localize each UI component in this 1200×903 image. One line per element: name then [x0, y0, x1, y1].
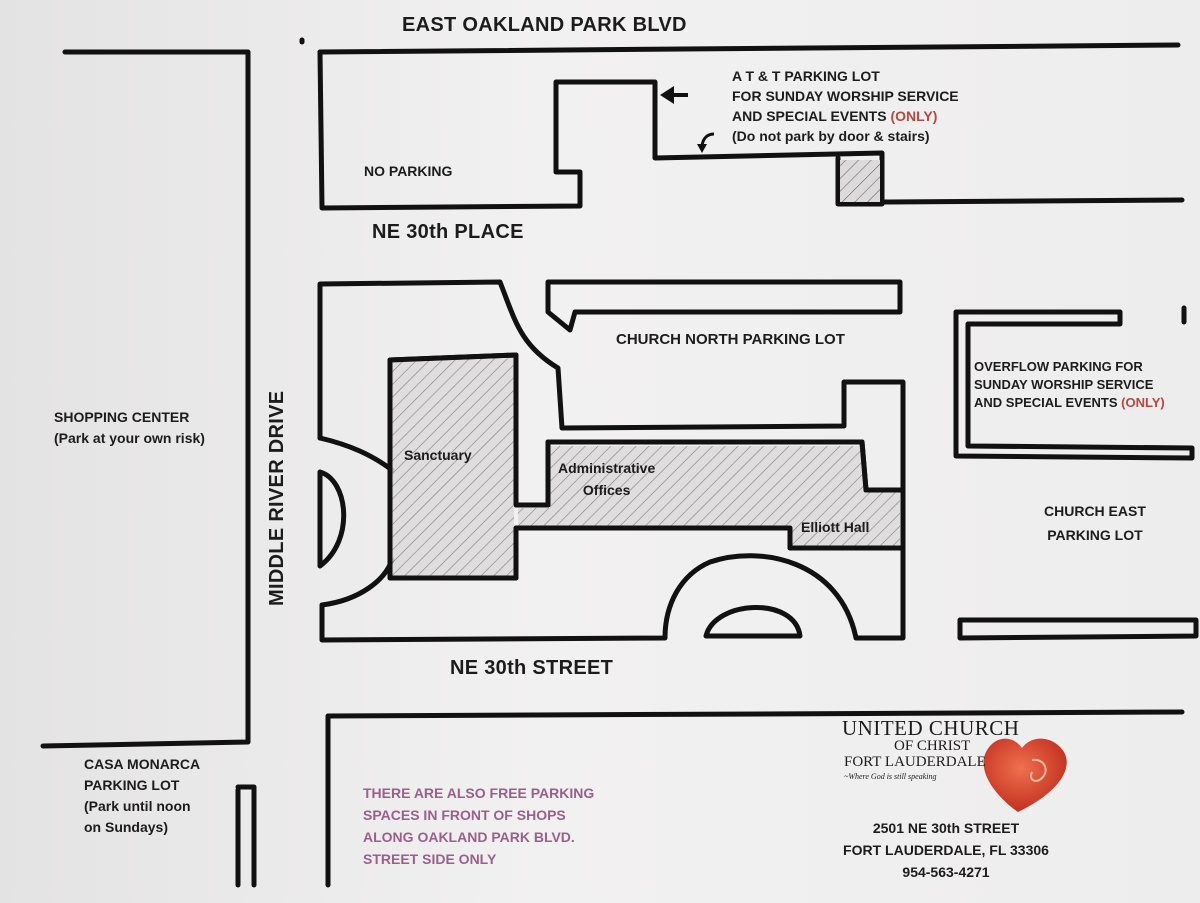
- admin-line-1: Administrative: [558, 460, 656, 476]
- casa-lot-edge: [235, 784, 257, 888]
- address-line-2: FORT LAUDERDALE, FL 33306: [843, 842, 1049, 858]
- church-north-lot-label: CHURCH NORTH PARKING LOT: [616, 331, 845, 348]
- att-only: (ONLY): [890, 108, 938, 124]
- free-parking-note: THERE ARE ALSO FREE PARKING SPACES IN FR…: [363, 782, 594, 870]
- north-lot-island: [545, 279, 903, 333]
- free-line-1: THERE ARE ALSO FREE PARKING: [363, 785, 595, 801]
- church-address: 2501 NE 30th STREET FORT LAUDERDALE, FL …: [826, 817, 1066, 883]
- casa-line-3: (Park until noon: [84, 798, 191, 814]
- logo-united-church: UNITED CHURCH: [842, 716, 1020, 740]
- att-parking-lot-label: A T & T PARKING LOT FOR SUNDAY WORSHIP S…: [732, 66, 959, 146]
- arrow-left-icon: [660, 86, 688, 104]
- street-ne-30th-place: NE 30th PLACE: [372, 221, 524, 243]
- logo-tagline: ~Where God is still speaking: [844, 772, 937, 781]
- overflow-line-1: OVERFLOW PARKING FOR: [974, 359, 1143, 374]
- sanctuary-label: Sanctuary: [404, 447, 472, 463]
- logo-fort-lauderdale: FORT LAUDERDALE: [844, 754, 986, 770]
- drive-west-edge: [40, 49, 251, 749]
- address-phone: 954-563-4271: [902, 864, 990, 880]
- free-line-3: ALONG OAKLAND PARK BLVD.: [363, 829, 575, 845]
- overflow-only: (ONLY): [1121, 395, 1165, 410]
- address-line-1: 2501 NE 30th STREET: [872, 820, 1020, 836]
- att-line-2: FOR SUNDAY WORSHIP SERVICE: [732, 88, 959, 104]
- north-block-outline: [317, 42, 1181, 55]
- shopping-center-label: SHOPPING CENTER (Park at your own risk): [54, 407, 205, 449]
- church-south-outline: [319, 437, 906, 643]
- heart-logo-icon: [983, 738, 1067, 812]
- att-line-3: AND SPECIAL EVENTS (ONLY): [732, 106, 959, 126]
- street-east-oakland-park: EAST OAKLAND PARK BLVD: [402, 14, 687, 36]
- free-line-4: STREET SIDE ONLY: [363, 851, 497, 867]
- drop-off-south: [703, 605, 803, 639]
- west-curve-top: [317, 435, 395, 473]
- east-lot-line-1: CHURCH EAST: [1044, 503, 1146, 519]
- no-parking-label: NO PARKING: [364, 163, 453, 179]
- casa-line-1: CASA MONARCA: [84, 756, 201, 772]
- overflow-line-3a: AND SPECIAL EVENTS: [974, 395, 1122, 410]
- casa-monarca-label: CASA MONARCA PARKING LOT (Park until noo…: [84, 754, 200, 838]
- overflow-line-3: AND SPECIAL EVENTS (ONLY): [974, 394, 1165, 412]
- street-middle-river-drive: MIDDLE RIVER DRIVE: [266, 390, 288, 606]
- church-east-lot-label: CHURCH EAST PARKING LOT: [1044, 499, 1146, 547]
- church-outline: [317, 279, 906, 443]
- casa-line-2: PARKING LOT: [84, 777, 180, 793]
- casa-line-4: on Sundays): [84, 819, 169, 835]
- south-block: [325, 709, 1185, 888]
- street-ne-30th-street: NE 30th STREET: [450, 657, 614, 679]
- east-lot-bottom: [957, 617, 1199, 641]
- east-lot-line-2: PARKING LOT: [1047, 527, 1143, 543]
- free-line-2: SPACES IN FRONT OF SHOPS: [363, 807, 566, 823]
- curved-arrow-icon: [697, 132, 715, 153]
- overflow-lot: [953, 309, 1195, 461]
- administrative-offices-label: Administrative Offices: [558, 457, 655, 501]
- admin-line-2: Offices: [582, 482, 631, 498]
- elliott-hall-label: Elliott Hall: [801, 519, 870, 535]
- att-line-1: A T & T PARKING LOT: [732, 68, 880, 84]
- drop-off-left: [317, 469, 347, 569]
- shopping-line-2: (Park at your own risk): [54, 430, 205, 446]
- att-hatch: [840, 160, 880, 202]
- overflow-parking-label: OVERFLOW PARKING FOR SUNDAY WORSHIP SERV…: [974, 358, 1165, 412]
- sanctuary-hatch: [392, 358, 514, 576]
- att-line-4: (Do not park by door & stairs): [732, 128, 930, 144]
- north-block-left: [317, 49, 1185, 211]
- att-line-3a: AND SPECIAL EVENTS: [732, 108, 891, 124]
- shopping-line-1: SHOPPING CENTER: [54, 409, 190, 425]
- logo-of-christ: OF CHRIST: [894, 738, 971, 754]
- att-hatch-outline: [835, 155, 885, 207]
- overflow-line-2: SUNDAY WORSHIP SERVICE: [974, 377, 1154, 392]
- admin-hatch: [518, 446, 900, 546]
